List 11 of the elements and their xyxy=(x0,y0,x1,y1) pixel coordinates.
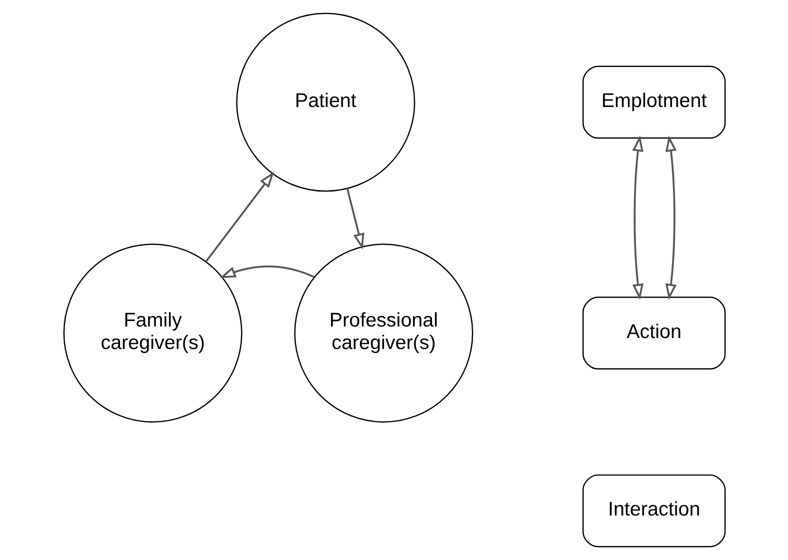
arrow xyxy=(346,188,364,250)
arrow xyxy=(664,135,676,300)
arrow xyxy=(219,266,314,278)
node-circle: Patient xyxy=(236,12,415,192)
arrow xyxy=(632,135,643,300)
node-circle: Family caregiver(s) xyxy=(62,244,242,423)
node-box: Emplotment xyxy=(582,66,726,139)
arrow xyxy=(204,172,274,262)
node-box: Action xyxy=(582,296,726,370)
node-circle: Professional caregiver(s) xyxy=(294,244,473,423)
node-box: Interaction xyxy=(582,474,726,548)
